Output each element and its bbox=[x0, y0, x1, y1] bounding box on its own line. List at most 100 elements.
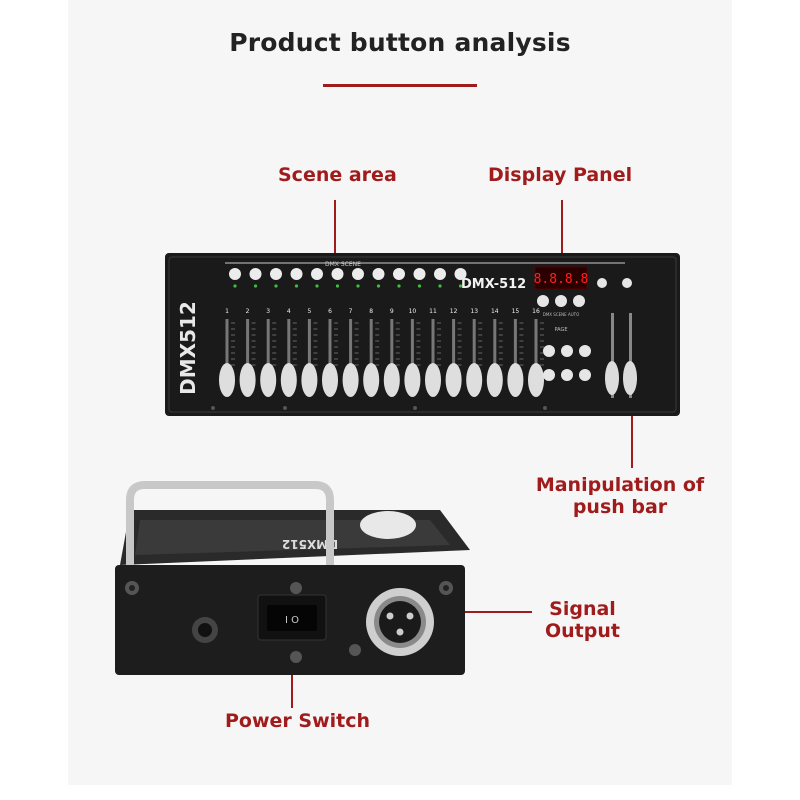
fader-knob-10[interactable] bbox=[404, 363, 421, 397]
scene-button-6[interactable] bbox=[331, 268, 344, 280]
fader-track-15 bbox=[513, 319, 517, 389]
fader-track-7 bbox=[349, 319, 353, 389]
fader-knob-4[interactable] bbox=[280, 363, 297, 397]
power-switch-mark: I O bbox=[285, 615, 299, 626]
fader-number-6: 6 bbox=[328, 308, 332, 315]
fader-knob-13[interactable] bbox=[466, 363, 483, 397]
dmx-button bbox=[537, 295, 549, 307]
display-panel-label: Display Panel bbox=[488, 164, 633, 186]
fader-number-15: 15 bbox=[512, 308, 520, 315]
fader-track-13 bbox=[472, 319, 476, 389]
fader-knob-3[interactable] bbox=[260, 363, 277, 397]
function-button-1 bbox=[543, 369, 555, 381]
fader-track-10 bbox=[410, 319, 414, 389]
black-button bbox=[622, 278, 632, 288]
power-switch-label: Power Switch bbox=[225, 710, 371, 732]
fader-knob-5[interactable] bbox=[301, 363, 318, 397]
fader-track-6 bbox=[328, 319, 332, 389]
fader-number-10: 10 bbox=[409, 308, 417, 315]
scene-button-3[interactable] bbox=[270, 268, 282, 280]
fader-track-14 bbox=[493, 319, 497, 389]
right-controls: DMX SCENE AUTO PAGE bbox=[537, 278, 632, 381]
fader-track-3 bbox=[266, 319, 270, 389]
fader-knob-1[interactable] bbox=[219, 363, 235, 397]
scene-buttons bbox=[229, 268, 467, 288]
fader-number-4: 4 bbox=[287, 308, 291, 315]
rear-brand-text: DMX512 bbox=[282, 537, 338, 551]
display-digits: 8.8.8.8 bbox=[534, 272, 589, 287]
model-label: DMX-512 bbox=[461, 277, 526, 292]
fader-knob-16[interactable] bbox=[528, 363, 544, 397]
master-fader-knob-2 bbox=[623, 361, 637, 395]
page-button-1 bbox=[543, 345, 555, 357]
fader-knob-9[interactable] bbox=[383, 363, 400, 397]
fader-track-12 bbox=[452, 319, 456, 389]
auto-button bbox=[573, 295, 585, 307]
scene-led-8 bbox=[376, 284, 381, 288]
fader-knob-8[interactable] bbox=[363, 363, 380, 397]
fader-number-16: 16 bbox=[532, 308, 540, 315]
scene-led-11 bbox=[438, 284, 442, 288]
scene-led-10 bbox=[417, 284, 422, 288]
scene-button bbox=[555, 295, 567, 307]
fader-knob-6[interactable] bbox=[322, 363, 338, 397]
scene-button-2[interactable] bbox=[249, 268, 262, 280]
fader-number-7: 7 bbox=[349, 308, 353, 315]
scene-button-8[interactable] bbox=[372, 268, 385, 280]
push-bar-label-line2: push bar bbox=[572, 496, 668, 518]
scene-led-6 bbox=[335, 284, 340, 288]
fader-number-14: 14 bbox=[491, 308, 499, 315]
function-button-2 bbox=[561, 369, 573, 381]
scene-led-3 bbox=[274, 284, 278, 288]
title-underline bbox=[323, 84, 477, 87]
push-bar-label: Manipulation of push bar bbox=[535, 474, 705, 518]
scene-led-5 bbox=[315, 284, 319, 288]
fader-track-2 bbox=[246, 319, 250, 389]
fader-number-3: 3 bbox=[266, 308, 270, 315]
fader-number-1: 1 bbox=[225, 308, 229, 315]
scene-button-11[interactable] bbox=[434, 268, 446, 280]
signal-output-label-line1: Signal bbox=[549, 598, 616, 620]
page-title: Product button analysis bbox=[229, 28, 571, 57]
fader-number-11: 11 bbox=[429, 308, 437, 315]
header-strip-text: DMX SCENE bbox=[325, 261, 361, 268]
fader-knob-2[interactable] bbox=[239, 363, 256, 397]
scene-button-10[interactable] bbox=[413, 268, 426, 280]
fader-track-4 bbox=[287, 319, 291, 389]
fader-knob-12[interactable] bbox=[445, 363, 462, 397]
fader-track-5 bbox=[307, 319, 311, 389]
rear-handle bbox=[126, 481, 334, 570]
scene-area-label: Scene area bbox=[278, 164, 397, 186]
fader-track-8 bbox=[369, 319, 373, 389]
master-faders bbox=[605, 313, 637, 398]
scene-button-5[interactable] bbox=[311, 268, 323, 280]
fader-knob-11[interactable] bbox=[425, 363, 441, 397]
scene-led-1 bbox=[233, 284, 237, 288]
scene-button-12[interactable] bbox=[454, 268, 467, 280]
scene-led-7 bbox=[356, 284, 360, 288]
fader-knob-7[interactable] bbox=[342, 363, 359, 397]
fader-knob-14[interactable] bbox=[486, 363, 503, 397]
fader-number-5: 5 bbox=[307, 308, 311, 315]
scene-button-7[interactable] bbox=[352, 268, 364, 280]
scene-button-4[interactable] bbox=[290, 268, 303, 280]
right-buttons-top-labels: DMX SCENE AUTO bbox=[543, 312, 579, 317]
scene-led-2 bbox=[253, 284, 258, 288]
fader-number-8: 8 bbox=[369, 308, 373, 315]
scene-button-1[interactable] bbox=[229, 268, 241, 280]
fader-number-2: 2 bbox=[246, 308, 250, 315]
page-button-3 bbox=[579, 345, 591, 357]
scene-led-12 bbox=[458, 284, 463, 288]
dmx-console-rear: DMX512 I O bbox=[115, 481, 470, 675]
fader-track-9 bbox=[390, 319, 394, 389]
display-screen bbox=[534, 266, 588, 290]
fader-track-11 bbox=[431, 319, 435, 389]
signal-output-label: Signal Output bbox=[540, 598, 625, 642]
page-button-2 bbox=[561, 345, 573, 357]
power-switch-rocker bbox=[267, 605, 317, 631]
fader-number-13: 13 bbox=[470, 308, 478, 315]
scene-button-9[interactable] bbox=[393, 268, 405, 280]
fader-knob-15[interactable] bbox=[507, 363, 524, 397]
